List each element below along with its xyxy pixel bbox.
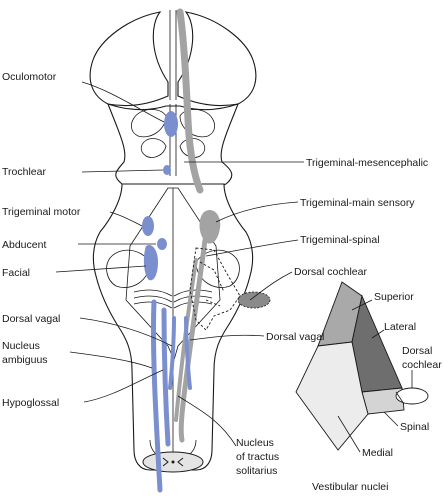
leader-trigeminal-main-sensory xyxy=(215,201,299,223)
label-medial: Medial xyxy=(362,447,393,459)
label-hypoglossal: Hypoglossal xyxy=(2,397,59,409)
facial-nucleus xyxy=(143,244,158,281)
leader-hypoglossal xyxy=(83,369,164,403)
label-trigeminal-spinal: Trigeminal-spinal xyxy=(300,234,380,246)
dorsal-vagal-nucleus xyxy=(168,316,176,390)
leader-trigeminal-spinal xyxy=(205,239,299,257)
midbrain-outline xyxy=(107,103,239,189)
label-spinal: Spinal xyxy=(400,421,429,433)
label-dorsal-cochlear-inset-1: Dorsal xyxy=(402,345,432,357)
trochlear-nucleus xyxy=(163,165,171,175)
trigeminal-main-sensory-nucleus xyxy=(199,209,221,244)
vestibular-nuclei-inset xyxy=(295,281,429,453)
vestibular-complex-inner xyxy=(199,261,225,307)
leader-medial xyxy=(337,415,361,453)
label-dorsal-cochlear: Dorsal cochlear xyxy=(294,266,367,278)
leader-lateral xyxy=(371,329,385,339)
label-facial: Facial xyxy=(2,267,30,279)
oculomotor-nucleus xyxy=(164,111,178,137)
label-trigeminal-motor: Trigeminal motor xyxy=(2,206,81,218)
motor-nuclei xyxy=(142,111,192,493)
leader-dorsal-vagal-left xyxy=(79,317,173,347)
leader-lines xyxy=(55,81,304,447)
peduncle-left xyxy=(106,249,151,288)
label-dorsal-cochlear-inset-2: cochlear xyxy=(402,359,442,371)
thalamus-right xyxy=(177,11,257,107)
label-oculomotor: Oculomotor xyxy=(2,71,57,83)
label-dorsal-vagal-left: Dorsal vagal xyxy=(2,313,60,325)
label-tractus-solitarius-3: solitarius xyxy=(236,465,277,477)
trigeminal-motor-nucleus xyxy=(142,216,154,236)
leader-trochlear xyxy=(81,169,164,173)
leader-dorsal-cochlear xyxy=(249,271,293,301)
thalamus-left xyxy=(89,11,169,107)
abducent-nucleus xyxy=(157,238,167,250)
label-tractus-solitarius-1: Nucleus xyxy=(236,437,274,449)
leader-spinal xyxy=(383,411,399,427)
leader-nucleus-ambiguus xyxy=(69,351,153,369)
label-trigeminal-mesencephalic: Trigeminal-mesencephalic xyxy=(306,157,428,169)
brainstem-outline xyxy=(89,10,257,473)
hypoglossal-nucleus xyxy=(161,307,171,447)
vestibular-medial xyxy=(295,341,369,451)
label-nucleus-ambiguus-1: Nucleus xyxy=(2,340,40,352)
vestibular-connector xyxy=(395,391,405,405)
central-canal xyxy=(171,460,175,464)
label-tractus-solitarius-2: of tractus xyxy=(236,451,279,463)
peduncle-right xyxy=(195,249,240,288)
dorsal-vagal-nucleus-right xyxy=(184,316,192,390)
colliculus-sup-left xyxy=(130,109,167,138)
fourth-ventricle-floor xyxy=(125,187,221,362)
label-nucleus-ambiguus-2: ambiguus xyxy=(2,354,48,366)
third-ventricle xyxy=(169,10,177,100)
leader-facial xyxy=(55,265,147,273)
label-vestibular-caption: Vestibular nuclei xyxy=(312,481,388,493)
dorsal-cochlear-nucleus xyxy=(237,291,271,309)
label-lateral: Lateral xyxy=(384,321,416,333)
trigeminal-mesencephalic-nucleus xyxy=(176,8,204,194)
nucleus-ambiguus xyxy=(150,299,163,493)
labels-left: Oculomotor Trochlear Trigeminal motor Ab… xyxy=(2,71,81,409)
vestibular-dorsal-cochlear xyxy=(395,387,429,405)
leader-dorsal-vagal-right xyxy=(189,334,265,341)
labels-vestibular: Superior Lateral Dorsal cochlear Spinal … xyxy=(312,291,442,493)
label-trochlear: Trochlear xyxy=(2,166,46,178)
spinal-gray-matter xyxy=(162,457,184,467)
leader-trigeminal-motor xyxy=(109,211,143,227)
vestibular-complex-outline xyxy=(189,247,241,331)
label-dorsal-vagal-right: Dorsal vagal xyxy=(266,331,324,343)
leader-oculomotor xyxy=(81,81,165,123)
labels-right: Trigeminal-mesencephalic Trigeminal-main… xyxy=(236,157,428,477)
label-abducent: Abducent xyxy=(2,239,46,251)
colliculus-inf-left xyxy=(140,138,167,158)
leader-superior xyxy=(351,299,373,311)
label-superior: Superior xyxy=(374,291,414,303)
label-trigeminal-main-sensory: Trigeminal-main sensory xyxy=(300,197,415,209)
leader-tractus-solitarius xyxy=(177,395,237,447)
